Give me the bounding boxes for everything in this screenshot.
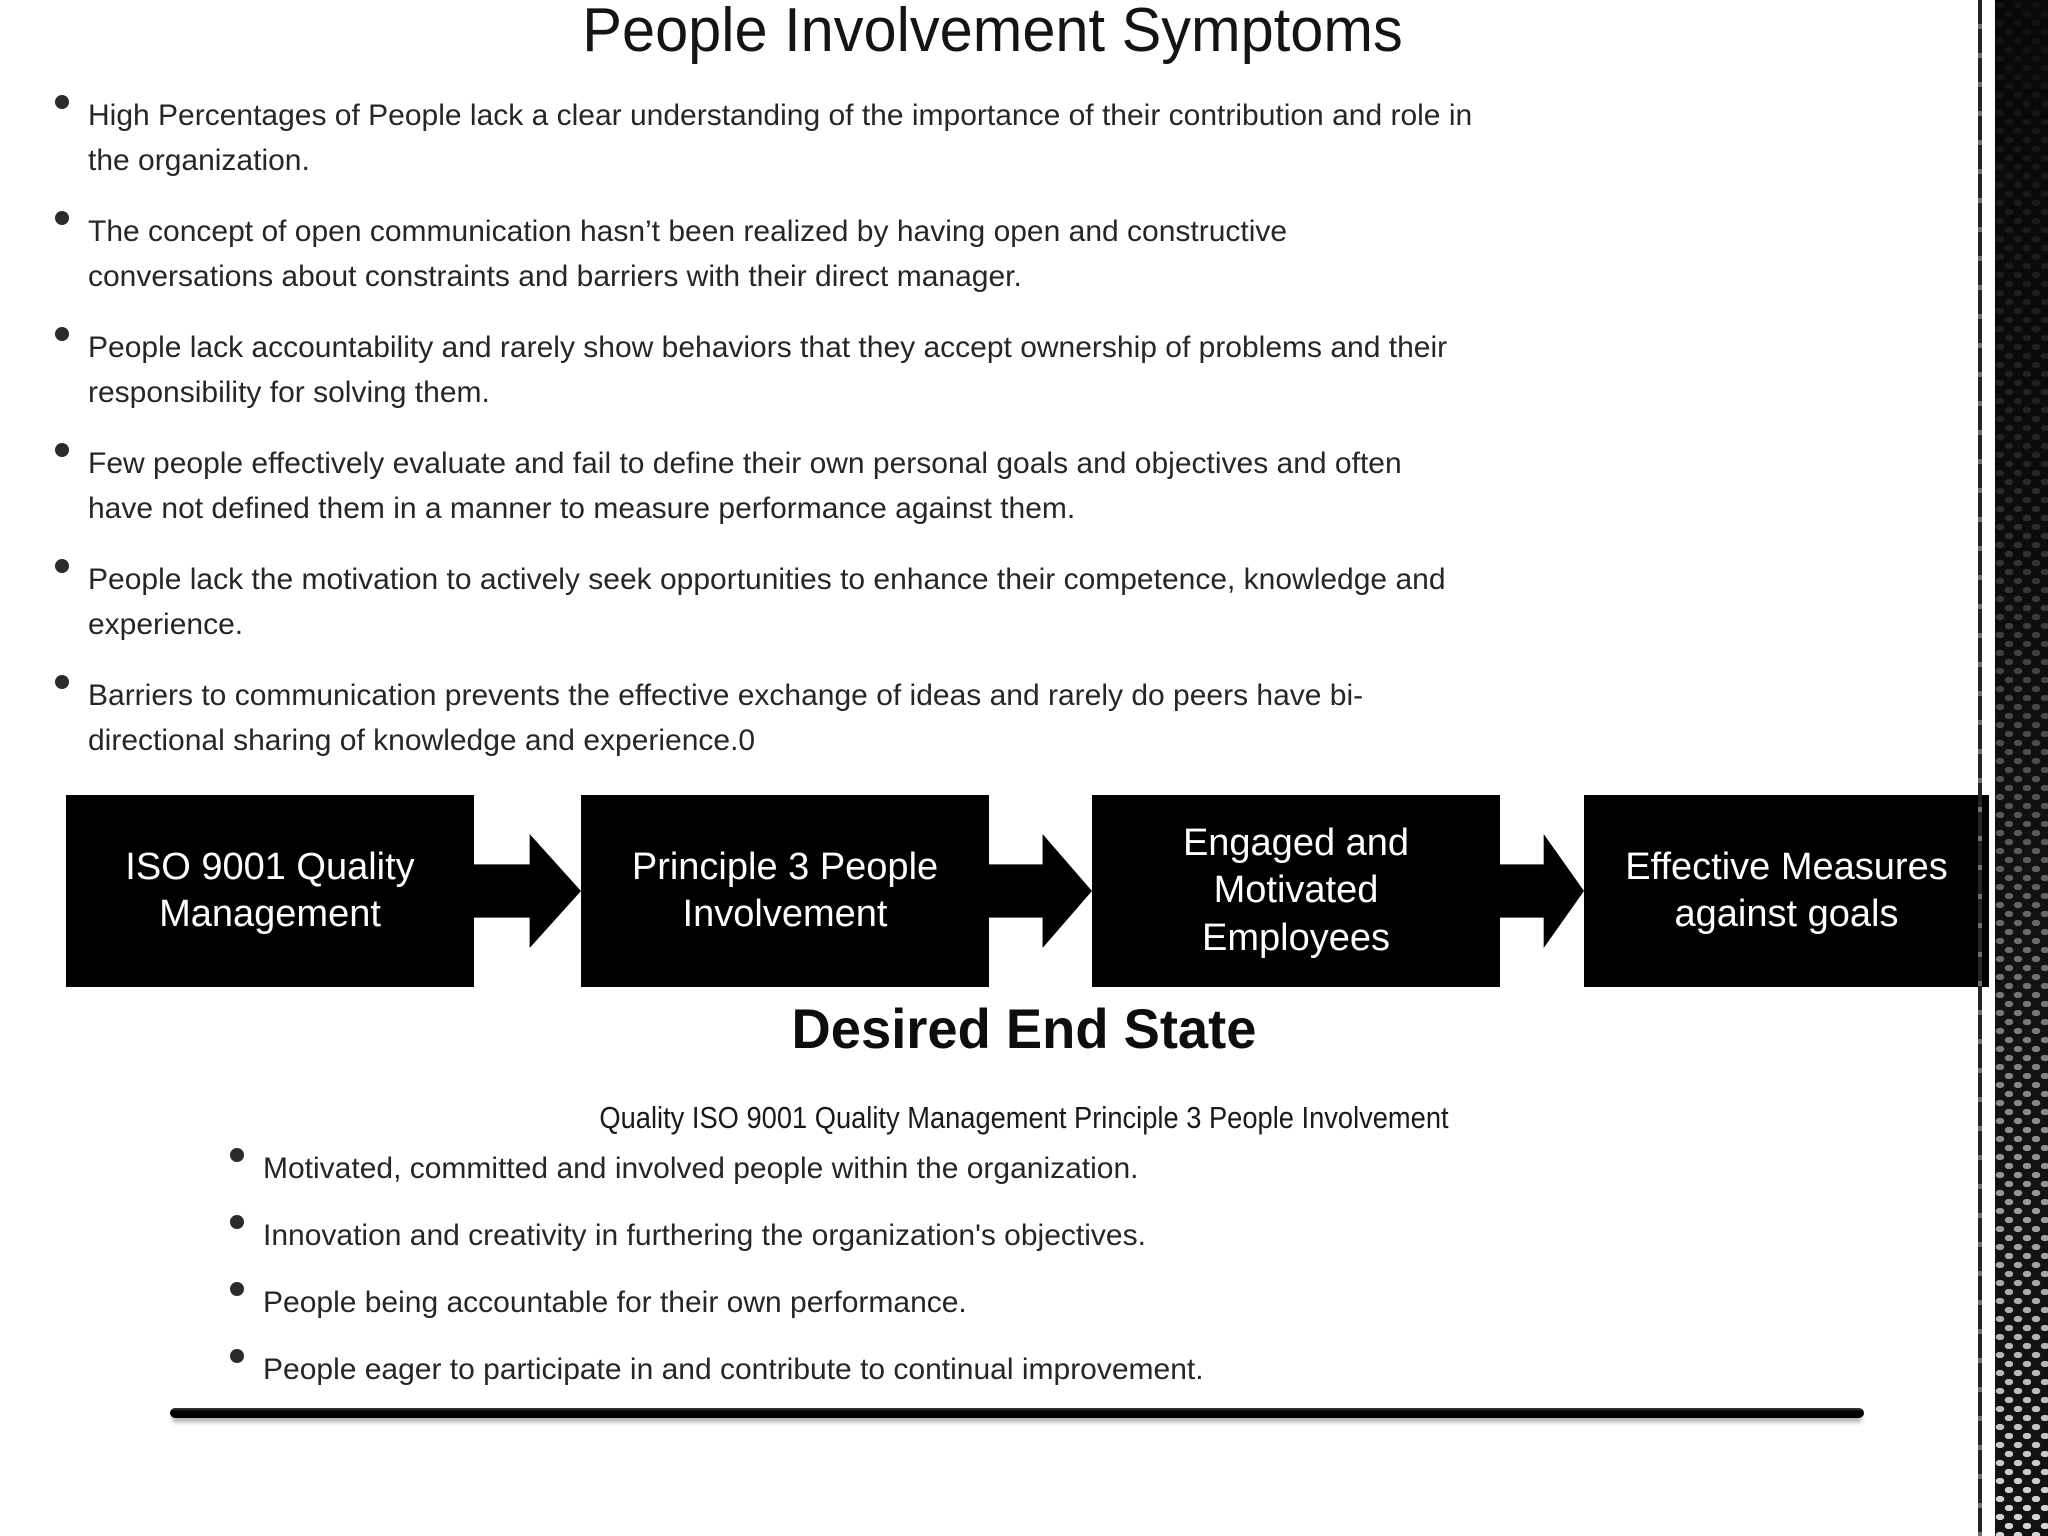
bullet-icon bbox=[55, 443, 69, 457]
flow-box-principle-3: Principle 3 People Involvement bbox=[581, 795, 989, 987]
flow-box-iso-9001: ISO 9001 Quality Management bbox=[66, 795, 474, 987]
bullet-icon bbox=[230, 1215, 244, 1229]
bullet-icon bbox=[230, 1349, 244, 1363]
carbon-fiber-texture bbox=[1995, 0, 2048, 1536]
bullet-icon bbox=[230, 1282, 244, 1296]
page-title: People Involvement Symptoms bbox=[582, 0, 1403, 65]
end-state-item: Motivated, committed and involved people… bbox=[230, 1146, 1680, 1191]
desired-end-state-heading: Desired End State bbox=[791, 997, 1257, 1060]
bullet-icon bbox=[55, 675, 69, 689]
end-state-list: Motivated, committed and involved people… bbox=[230, 1146, 1680, 1414]
flow-diagram: ISO 9001 Quality Management Principle 3 … bbox=[66, 795, 1989, 987]
symptom-item: High Percentages of People lack a clear … bbox=[55, 93, 1475, 183]
symptom-text: People lack the motivation to actively s… bbox=[88, 563, 1446, 641]
bottom-divider-line bbox=[170, 1408, 1864, 1418]
bullet-icon bbox=[55, 559, 69, 573]
symptom-text: High Percentages of People lack a clear … bbox=[88, 99, 1473, 177]
page-edge-line bbox=[1978, 0, 1982, 1536]
symptom-item: People lack accountability and rarely sh… bbox=[55, 325, 1475, 415]
end-state-text: Motivated, committed and involved people… bbox=[263, 1152, 1139, 1185]
symptom-item: Few people effectively evaluate and fail… bbox=[55, 441, 1475, 531]
right-arrow-icon bbox=[989, 834, 1092, 948]
bullet-icon bbox=[55, 327, 69, 341]
symptom-text: Barriers to communication prevents the e… bbox=[88, 679, 1364, 757]
end-state-item: People eager to participate in and contr… bbox=[230, 1347, 1680, 1392]
end-state-text: People eager to participate in and contr… bbox=[263, 1353, 1204, 1386]
symptom-text: Few people effectively evaluate and fail… bbox=[88, 447, 1402, 525]
end-state-text: Innovation and creativity in furthering … bbox=[263, 1219, 1146, 1252]
bullet-icon bbox=[55, 211, 69, 225]
bullet-icon bbox=[230, 1148, 244, 1162]
flow-box-engaged-employees: Engaged and Motivated Employees bbox=[1092, 795, 1500, 987]
symptom-list: High Percentages of People lack a clear … bbox=[55, 93, 1475, 789]
end-state-item: People being accountable for their own p… bbox=[230, 1280, 1680, 1325]
bullet-icon bbox=[55, 95, 69, 109]
right-arrow-icon bbox=[474, 834, 581, 948]
end-state-item: Innovation and creativity in furthering … bbox=[230, 1213, 1680, 1258]
end-state-text: People being accountable for their own p… bbox=[263, 1286, 967, 1319]
symptom-text: People lack accountability and rarely sh… bbox=[88, 331, 1448, 409]
symptom-item: The concept of open communication hasn’t… bbox=[55, 209, 1475, 299]
symptom-text: The concept of open communication hasn’t… bbox=[88, 215, 1288, 293]
desired-end-state-subtitle: Quality ISO 9001 Quality Management Prin… bbox=[599, 1100, 1449, 1135]
symptom-item: People lack the motivation to actively s… bbox=[55, 557, 1475, 647]
symptom-item: Barriers to communication prevents the e… bbox=[55, 673, 1475, 763]
right-arrow-icon bbox=[1500, 834, 1584, 948]
flow-box-effective-measures: Effective Measures against goals bbox=[1584, 795, 1989, 987]
